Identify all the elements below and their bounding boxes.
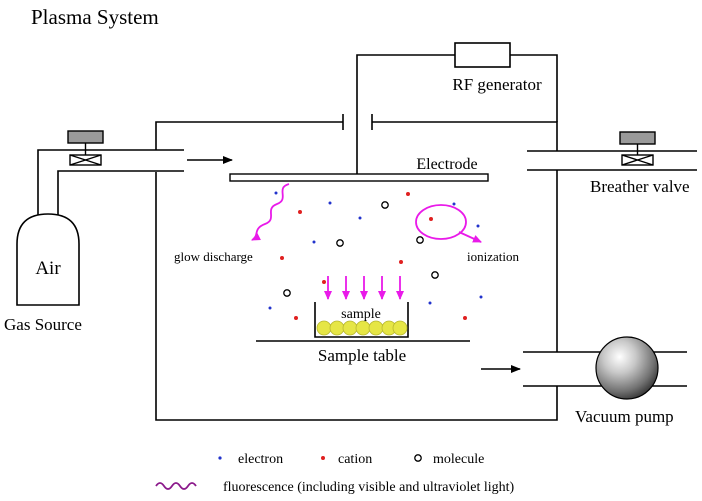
cation-dot bbox=[463, 316, 467, 320]
electron-dot bbox=[452, 202, 456, 206]
cation-dot bbox=[399, 260, 403, 264]
electron-dot bbox=[358, 216, 362, 220]
vacuum-pump-label: Vacuum pump bbox=[575, 407, 674, 426]
rf-circuit bbox=[356, 54, 558, 174]
sample-ball bbox=[392, 320, 408, 336]
sample-label: sample bbox=[341, 307, 381, 322]
electron-dot bbox=[274, 191, 278, 195]
legend-molecule-label: molecule bbox=[433, 452, 484, 467]
vacuum-pump-icon bbox=[595, 336, 659, 400]
molecule-circle bbox=[336, 239, 344, 247]
electrode-label: Electrode bbox=[416, 156, 477, 173]
legend: electron cation molecule fluorescence (i… bbox=[155, 452, 515, 495]
electron-dot bbox=[268, 306, 272, 310]
air-tank-icon bbox=[16, 213, 80, 306]
glow-discharge-label: glow discharge bbox=[174, 249, 253, 264]
breather-valve-label: Breather valve bbox=[590, 177, 690, 196]
legend-molecule-circle bbox=[414, 454, 422, 462]
breather-pipe bbox=[527, 150, 697, 171]
cation-dot bbox=[429, 217, 433, 221]
ionization-label: ionization bbox=[467, 249, 519, 264]
molecule-circle bbox=[431, 271, 439, 279]
electron-dot bbox=[476, 224, 480, 228]
rf-generator-label: RF generator bbox=[452, 75, 542, 94]
legend-electron-dot bbox=[218, 456, 222, 460]
sample-ball bbox=[368, 320, 384, 336]
cation-dot bbox=[322, 280, 326, 284]
sample-material bbox=[316, 320, 408, 336]
electrode-plate bbox=[229, 173, 489, 182]
gas-inlet-pipe bbox=[37, 149, 184, 216]
plasma-flow-arrows bbox=[324, 276, 404, 300]
legend-cation-label: cation bbox=[338, 452, 372, 467]
electron-dot bbox=[428, 301, 432, 305]
capacitor-gap bbox=[342, 114, 373, 130]
sample-dish bbox=[314, 302, 409, 338]
cation-dot bbox=[294, 316, 298, 320]
page-title: Plasma System bbox=[31, 5, 159, 29]
glow-discharge-wave-icon bbox=[251, 183, 290, 241]
sample-ball bbox=[329, 320, 345, 336]
legend-electron-label: electron bbox=[238, 452, 283, 467]
molecule-circle bbox=[283, 289, 291, 297]
gas-valve-icon bbox=[67, 130, 104, 166]
electron-dot bbox=[312, 240, 316, 244]
cation-dot bbox=[406, 192, 410, 196]
sample-ball bbox=[316, 320, 332, 336]
sample-table-label: Sample table bbox=[318, 346, 406, 365]
sample-ball bbox=[355, 320, 371, 336]
electron-dot bbox=[328, 201, 332, 205]
cation-dot bbox=[298, 210, 302, 214]
ionization-arrow bbox=[458, 231, 482, 243]
ionization-ring bbox=[415, 204, 467, 240]
cation-dot bbox=[280, 256, 284, 260]
sample-ball bbox=[342, 320, 358, 336]
air-label: Air bbox=[35, 258, 61, 279]
plasma-particles bbox=[268, 191, 483, 320]
legend-cation-dot bbox=[321, 456, 325, 460]
vacuum-chamber bbox=[155, 121, 558, 421]
rf-generator-box bbox=[454, 42, 511, 68]
molecule-circle bbox=[416, 236, 424, 244]
gas-source-label: Gas Source bbox=[4, 315, 82, 334]
legend-fluorescence-label: fluorescence (including visible and ultr… bbox=[223, 480, 515, 495]
legend-fluorescence-wave-icon bbox=[155, 482, 197, 490]
electron-dot bbox=[479, 295, 483, 299]
breather-valve-icon bbox=[619, 131, 656, 166]
molecule-circle bbox=[381, 201, 389, 209]
